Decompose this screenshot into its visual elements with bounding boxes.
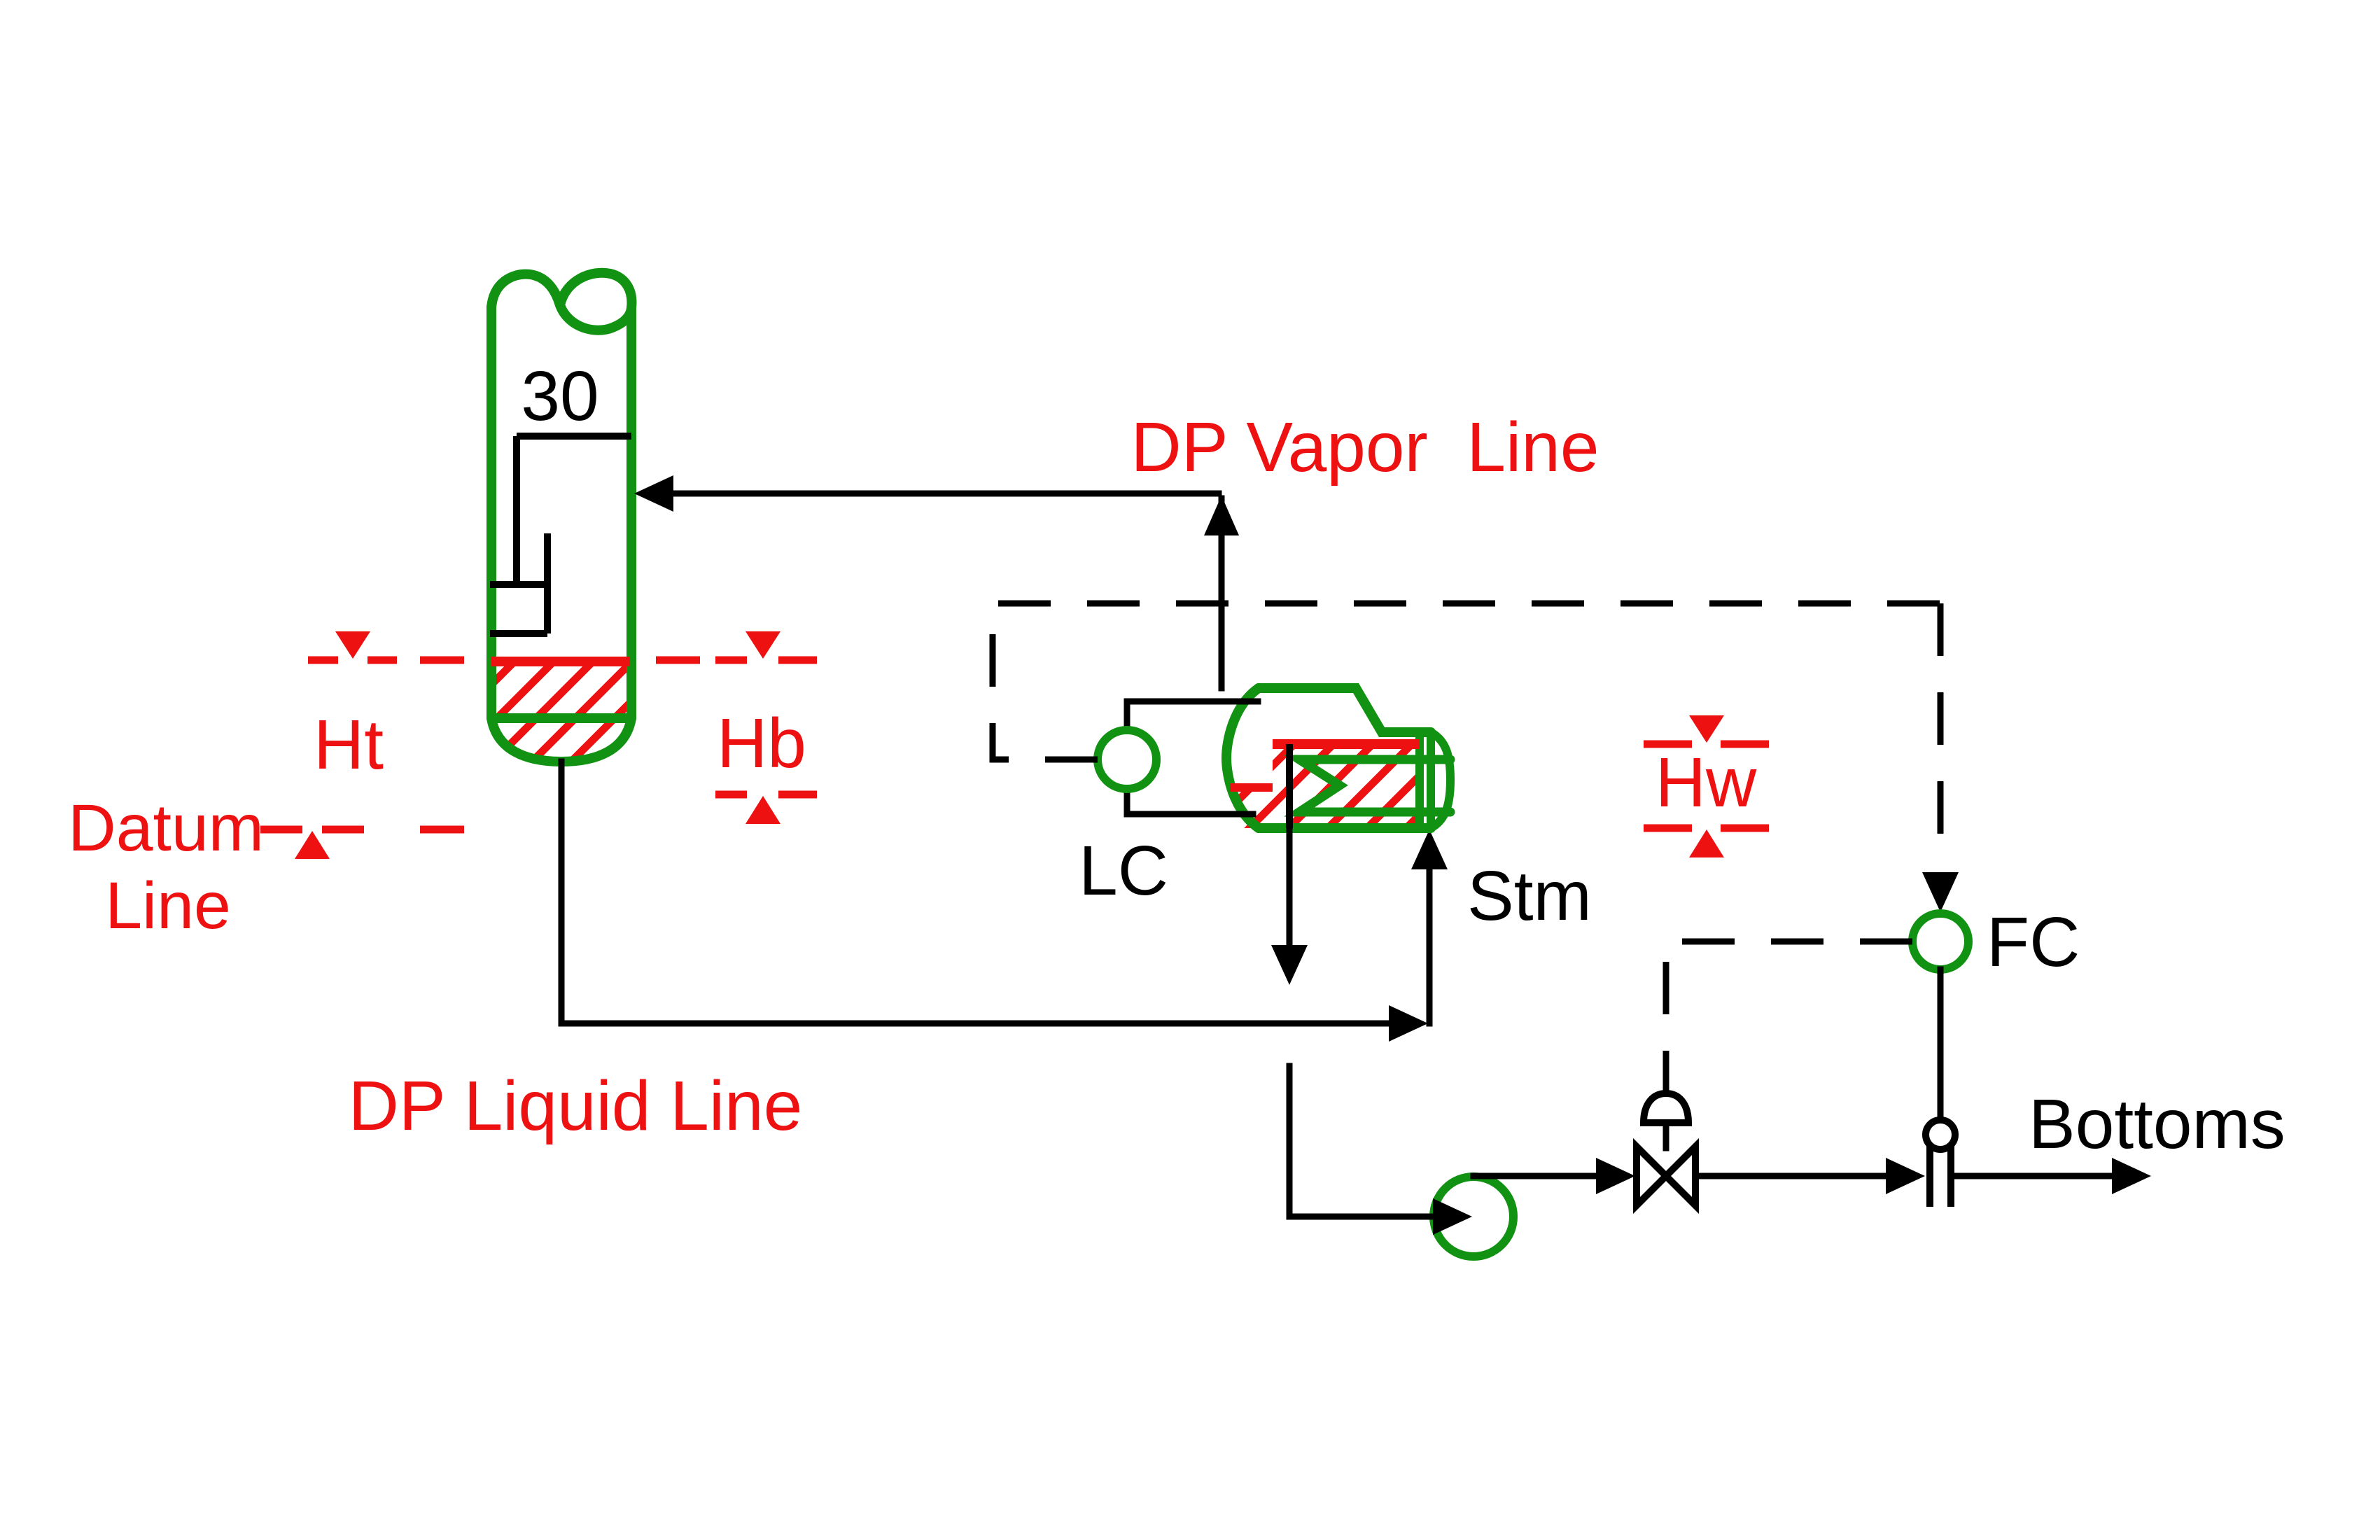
steam-label: Stm: [1467, 857, 1592, 935]
orifice-meter: Bottoms: [1692, 966, 2286, 1207]
reboiler-liquid-hatch: [1232, 744, 1420, 828]
lc-signal-dashed: [989, 600, 1940, 763]
reboiler-right-cap: [1427, 728, 1455, 832]
dp-vapor-line: DP Vapor Line: [634, 408, 1600, 692]
lc-controller-circle: [1093, 726, 1161, 793]
datum-marker-triangle-up-icon: [295, 831, 330, 859]
steam-inlet: Stm: [1411, 830, 1592, 1027]
datum-line-label-word2: Line: [105, 869, 231, 943]
lc-label: LC: [1079, 832, 1168, 910]
valve-body-right: [1660, 1138, 1699, 1214]
valve-body-left: [1633, 1138, 1672, 1214]
reboiler-top: [1254, 683, 1436, 737]
fc-label: FC: [1987, 903, 2080, 981]
reboiler: [1221, 683, 1455, 833]
level-marker-ht-top: [308, 631, 464, 664]
flow-controller: FC: [1662, 603, 2080, 1065]
column-break-top: [486, 267, 637, 335]
downcomer: [490, 436, 551, 637]
vapor-line-up-arrow: [1204, 496, 1239, 536]
fc-signal-down-arrow: [1922, 872, 1959, 912]
orifice-tap-circle: [1922, 1116, 1959, 1153]
liquid-line-right-arrow: [1389, 1005, 1428, 1042]
hw-top-marker-triangle-down-icon: [1689, 715, 1724, 743]
hb-bottom-marker-triangle-up-icon: [746, 796, 780, 824]
level-controller: LC: [989, 600, 1940, 910]
hb-label: Hb: [717, 704, 806, 783]
ht-top-marker-triangle-down-icon: [335, 631, 370, 659]
reboiler-tube-bundle: [1283, 755, 1455, 817]
bottoms-arrow: [2112, 1158, 2151, 1194]
pump-suction-line: [1286, 1063, 1437, 1220]
dp-vapor-line-label: DP Vapor Line: [1131, 408, 1600, 486]
drawoff-down-arrow: [1271, 945, 1308, 985]
valve-actuator-diaphragm: [1639, 1089, 1693, 1126]
orifice-flange-bars: [1926, 1145, 1954, 1207]
level-marker-hb-bottom: [715, 790, 817, 824]
hb-top-marker-triangle-down-icon: [746, 631, 780, 659]
tray-number-label: 30: [521, 357, 598, 435]
column-liquid-hatch: [493, 662, 630, 761]
lc-tap-top: [1124, 698, 1261, 734]
dp-liquid-line: DP Liquid Line: [349, 758, 1428, 1145]
level-marker-hw-top: [1644, 715, 1769, 748]
datum-line-label-word1: Datum: [68, 791, 264, 865]
valve-inlet-arrow: [1596, 1158, 1635, 1194]
reboiler-left-dome: [1221, 683, 1264, 833]
vapor-line-left-arrow: [634, 475, 673, 512]
control-valve: [1596, 1062, 1699, 1214]
ht-label: Ht: [314, 706, 384, 784]
distillation-column: 30: [486, 267, 637, 767]
lc-tap-bottom: [1124, 785, 1256, 818]
hw-label: Hw: [1656, 743, 1757, 822]
dp-liquid-line-label: DP Liquid Line: [349, 1067, 803, 1145]
fc-output-signal-dashed: [1662, 938, 1912, 1065]
level-marker-datum: [260, 825, 464, 859]
level-marker-hw-bottom: [1644, 824, 1769, 858]
orifice-inlet-arrow: [1886, 1158, 1925, 1194]
fc-controller-circle: [1908, 909, 1973, 974]
pump: [1271, 826, 1600, 1261]
steam-up-arrow: [1411, 830, 1448, 869]
level-marker-hb-top: [656, 631, 817, 664]
hw-bottom-marker-triangle-up-icon: [1689, 830, 1724, 858]
bottoms-label: Bottoms: [2029, 1085, 2286, 1163]
pump-inlet-arrow: [1433, 1198, 1472, 1235]
